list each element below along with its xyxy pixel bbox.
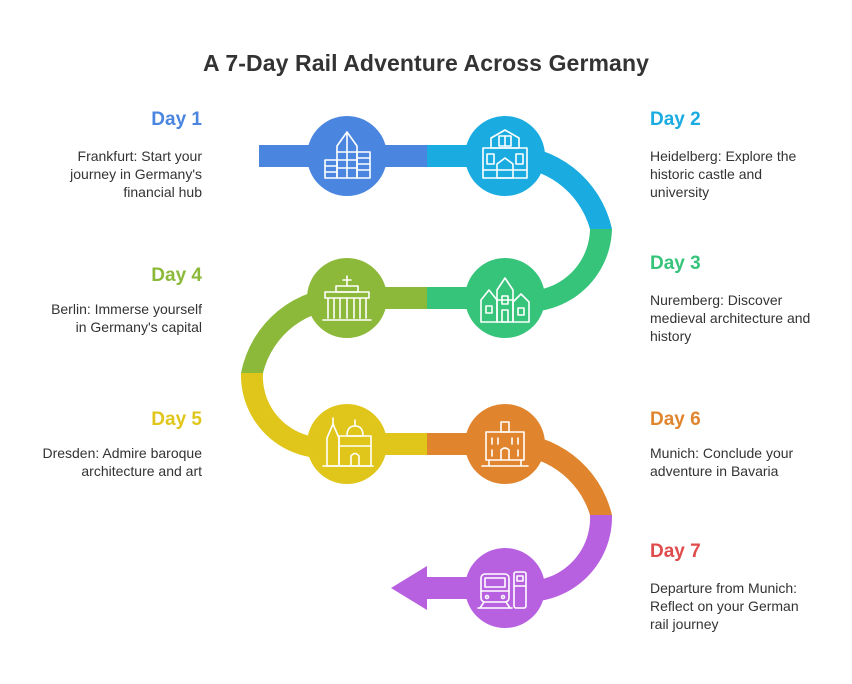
day1-heading: Day 1 (151, 109, 202, 130)
day5-heading: Day 5 (151, 409, 202, 430)
diagram-title: A 7-Day Rail Adventure Across Germany (203, 50, 649, 76)
day6-heading: Day 6 (650, 409, 701, 430)
day7-description: Departure from Munich: Reflect on your G… (650, 580, 799, 632)
day6-description: Munich: Conclude your adventure in Bavar… (650, 445, 794, 479)
city-hall-icon (481, 421, 529, 467)
baroque-church-icon (322, 417, 374, 467)
stop-circle-day5 (307, 404, 387, 484)
castle-icon (482, 129, 528, 179)
day4-heading: Day 4 (151, 265, 202, 286)
stop-circle-day7 (465, 548, 545, 628)
stop-circle-day3 (465, 258, 545, 338)
train-icon (477, 571, 527, 609)
skyscrapers-icon (324, 131, 371, 179)
brandenburg-gate-icon (322, 275, 372, 321)
day3-description: Nuremberg: Discover medieval architectur… (650, 292, 811, 344)
day5-description: Dresden: Admire baroque architecture and… (42, 445, 202, 479)
day4-description: Berlin: Immerse yourself in Germany's ca… (51, 301, 202, 335)
day2-heading: Day 2 (650, 109, 701, 130)
medieval-town-icon (480, 277, 530, 323)
day7-heading: Day 7 (650, 541, 701, 562)
day1-description: Frankfurt: Start your journey in Germany… (70, 148, 202, 200)
day2-description: Heidelberg: Explore the historic castle … (650, 148, 797, 200)
track-arrowhead (391, 566, 427, 610)
stop-circle-day2 (465, 116, 545, 196)
day3-heading: Day 3 (650, 253, 701, 274)
stop-circle-day6 (465, 404, 545, 484)
